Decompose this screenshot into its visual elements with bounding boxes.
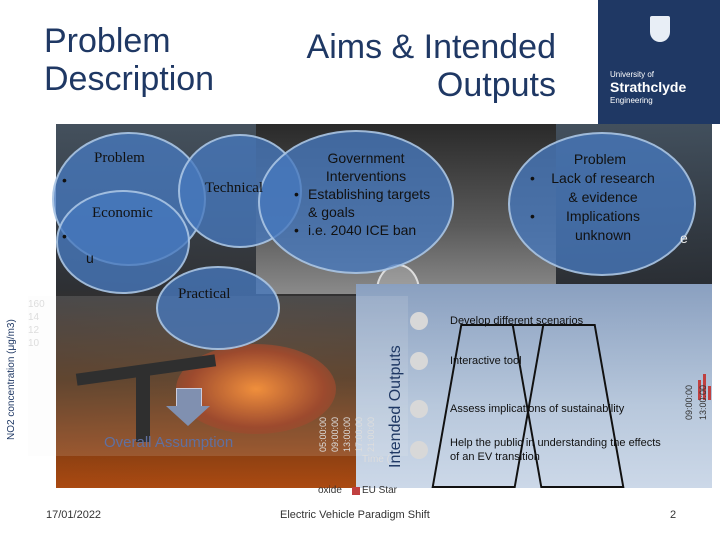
university-logo: University of Strathclyde Engineering <box>598 0 720 124</box>
legend-eu: EU Star <box>362 485 398 496</box>
right-tick: 13:00:00 <box>698 384 708 420</box>
problem-right-bullet-2-text: Implications unknown <box>566 208 640 243</box>
footer-title: Electric Vehicle Paradigm Shift <box>280 509 430 521</box>
practical-circle <box>156 266 280 350</box>
technical-title: Technical <box>205 180 264 196</box>
funnel-arrow-icon <box>166 388 210 426</box>
time-tick: 13:00:00 <box>342 416 352 452</box>
ytick: 12 <box>28 325 40 336</box>
intended-outputs-label: Intended Outputs <box>387 345 404 468</box>
output-item: Help the public in understanding the eff… <box>410 436 680 464</box>
output-item: Develop different scenarios <box>410 312 583 330</box>
chart-yticks: 160 14 12 10 <box>28 298 45 350</box>
bullet-dot: • <box>294 222 299 238</box>
economic-circle <box>56 190 190 294</box>
arrow-shaft <box>176 388 202 408</box>
ytick: 10 <box>28 338 40 349</box>
economic-bullet: • <box>62 228 67 244</box>
title-problem-description: Problem Description <box>44 22 214 98</box>
time-tick: 21:00:00 <box>366 416 376 452</box>
logo-crest-icon <box>650 16 670 42</box>
bullet-dot: • <box>294 186 299 202</box>
problem-right-cut-fragment: e <box>680 230 688 246</box>
government-bullet-1: • Establishing targets & goals <box>294 185 434 221</box>
problem-right-title: Problem <box>573 151 627 167</box>
economic-title: Economic <box>92 205 153 221</box>
problem-right-bullet-2: • Implications unknown <box>530 207 660 245</box>
government-bullet-2-text: i.e. 2040 ICE ban <box>308 222 417 238</box>
bar <box>698 380 701 400</box>
output-text: Interactive tool <box>450 355 522 367</box>
problem-right-bullet-1: • Lack of research & evidence <box>530 169 660 207</box>
logo-line3: Engineering <box>610 96 653 105</box>
output-marker-icon <box>410 352 428 370</box>
right-chart-bars <box>698 370 712 400</box>
bar <box>708 386 711 400</box>
government-title-line2: Interventions <box>325 168 407 184</box>
legend-eu-swatch <box>352 487 360 495</box>
oil-pump-base <box>136 372 150 442</box>
logo-line1: University of <box>610 70 655 79</box>
problem-left-bullet: • <box>62 172 67 188</box>
government-title-line1: Government <box>327 150 405 166</box>
output-text: Assess implications of sustainability <box>450 403 625 415</box>
output-item: Interactive tool <box>410 352 522 370</box>
economic-trailing: u <box>86 250 94 266</box>
problem-circle-right <box>508 132 696 276</box>
legend-oxide: oxide <box>318 485 342 496</box>
ytick: 160 <box>28 299 45 310</box>
time-axis-label: Time ( <box>362 454 390 465</box>
arrow-head <box>166 406 210 426</box>
footer-date: 17/01/2022 <box>46 509 102 521</box>
footer-page-number: 2 <box>670 509 677 521</box>
ytick: 14 <box>28 312 40 323</box>
time-tick: 09:00:00 <box>330 416 340 452</box>
time-tick: 17:00:00 <box>354 416 364 452</box>
time-ticks: 05:00:00 09:00:00 13:00:00 17:00:00 21:0… <box>318 417 388 453</box>
title-right-line2: Outputs <box>436 66 556 104</box>
title-left-line2: Description <box>44 60 215 98</box>
title-aims-outputs: Aims & Intended Outputs <box>272 28 556 104</box>
output-text: Help the public in understanding the eff… <box>450 437 661 463</box>
output-marker-icon <box>410 400 428 418</box>
problem-right-text: Problem • Lack of research & evidence • … <box>530 150 660 245</box>
practical-title: Practical <box>178 286 231 302</box>
logo-line2: Strathclyde <box>610 79 687 95</box>
output-marker-icon <box>410 441 428 459</box>
government-text: Government Interventions • Establishing … <box>294 149 434 239</box>
government-circle <box>258 130 454 274</box>
time-tick: 05:00:00 <box>318 416 328 452</box>
problem-right-bullet-1-text: Lack of research & evidence <box>551 170 655 205</box>
government-bullet-2: • i.e. 2040 ICE ban <box>294 221 434 239</box>
bullet-dot: • <box>530 170 535 186</box>
problem-left-title: Problem <box>94 150 145 166</box>
output-item: Assess implications of sustainability <box>410 400 624 418</box>
chart-ylabel: NO2 concentration (μg/m3) <box>6 319 17 440</box>
overall-assumption-label: Overall Assumption <box>104 434 234 451</box>
bullet-dot: • <box>530 208 535 224</box>
output-marker-icon <box>410 312 428 330</box>
government-bullet-1-text: Establishing targets & goals <box>308 186 431 220</box>
bar <box>703 374 706 400</box>
title-left-line1: Problem <box>44 22 171 60</box>
output-text: Develop different scenarios <box>450 315 584 327</box>
right-tick: 09:00:00 <box>684 384 694 420</box>
title-right-line1: Aims & Intended <box>306 28 556 66</box>
